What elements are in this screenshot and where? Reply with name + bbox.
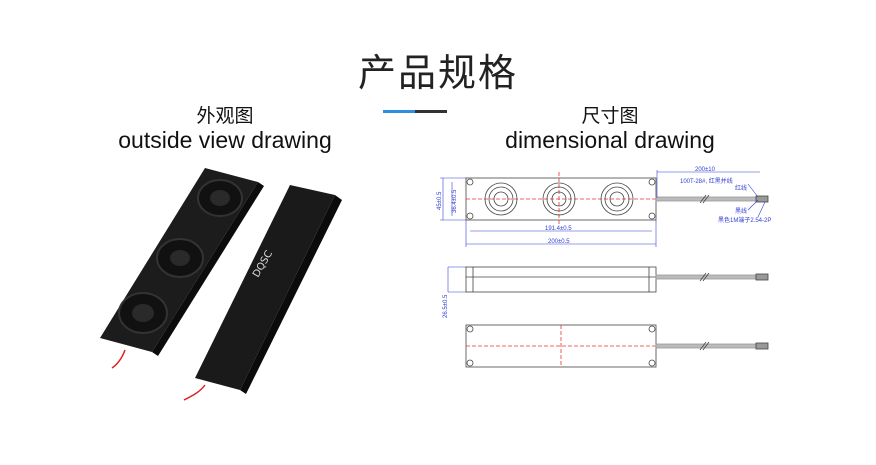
dimensional-title-cn: 尺寸图 [581,105,639,127]
dim-cable-spec: 100T-28#, 红黑并线 [680,177,733,185]
dim-hole-spacing: 191.4±0.5 [545,226,572,232]
top-view-drawing [440,170,769,247]
dimensional-title-en: dimensional drawing [505,127,715,153]
dim-black-wire: 黑线 [735,207,747,215]
bottom-view-drawing [465,324,769,368]
title-underline [415,110,447,113]
dim-red-wire: 红线 [735,184,747,192]
dim-length: 200±0.5 [548,239,570,245]
title-underline-accent [383,110,415,113]
speaker-front-image [100,168,264,369]
outside-view-title-cn: 外观图 [196,105,254,127]
page-title: 产品规格 [357,51,518,95]
dim-height-inner: 36.4±0.5 [452,189,458,213]
speaker-back-image: DQSC [183,185,342,401]
side-view-drawing [447,266,769,293]
dim-cable-length: 200±10 [695,167,716,173]
dim-depth: 26.5±0.5 [443,294,449,318]
dimensional-heading: 尺寸图 dimensional drawing [480,104,740,152]
dim-height-outer: 45±0.5 [437,191,443,210]
dim-terminal: 黑色1M端子2.54-2P [718,216,771,224]
outside-view-heading: 外观图 outside view drawing [100,104,350,152]
outside-view-title-en: outside view drawing [118,127,332,153]
